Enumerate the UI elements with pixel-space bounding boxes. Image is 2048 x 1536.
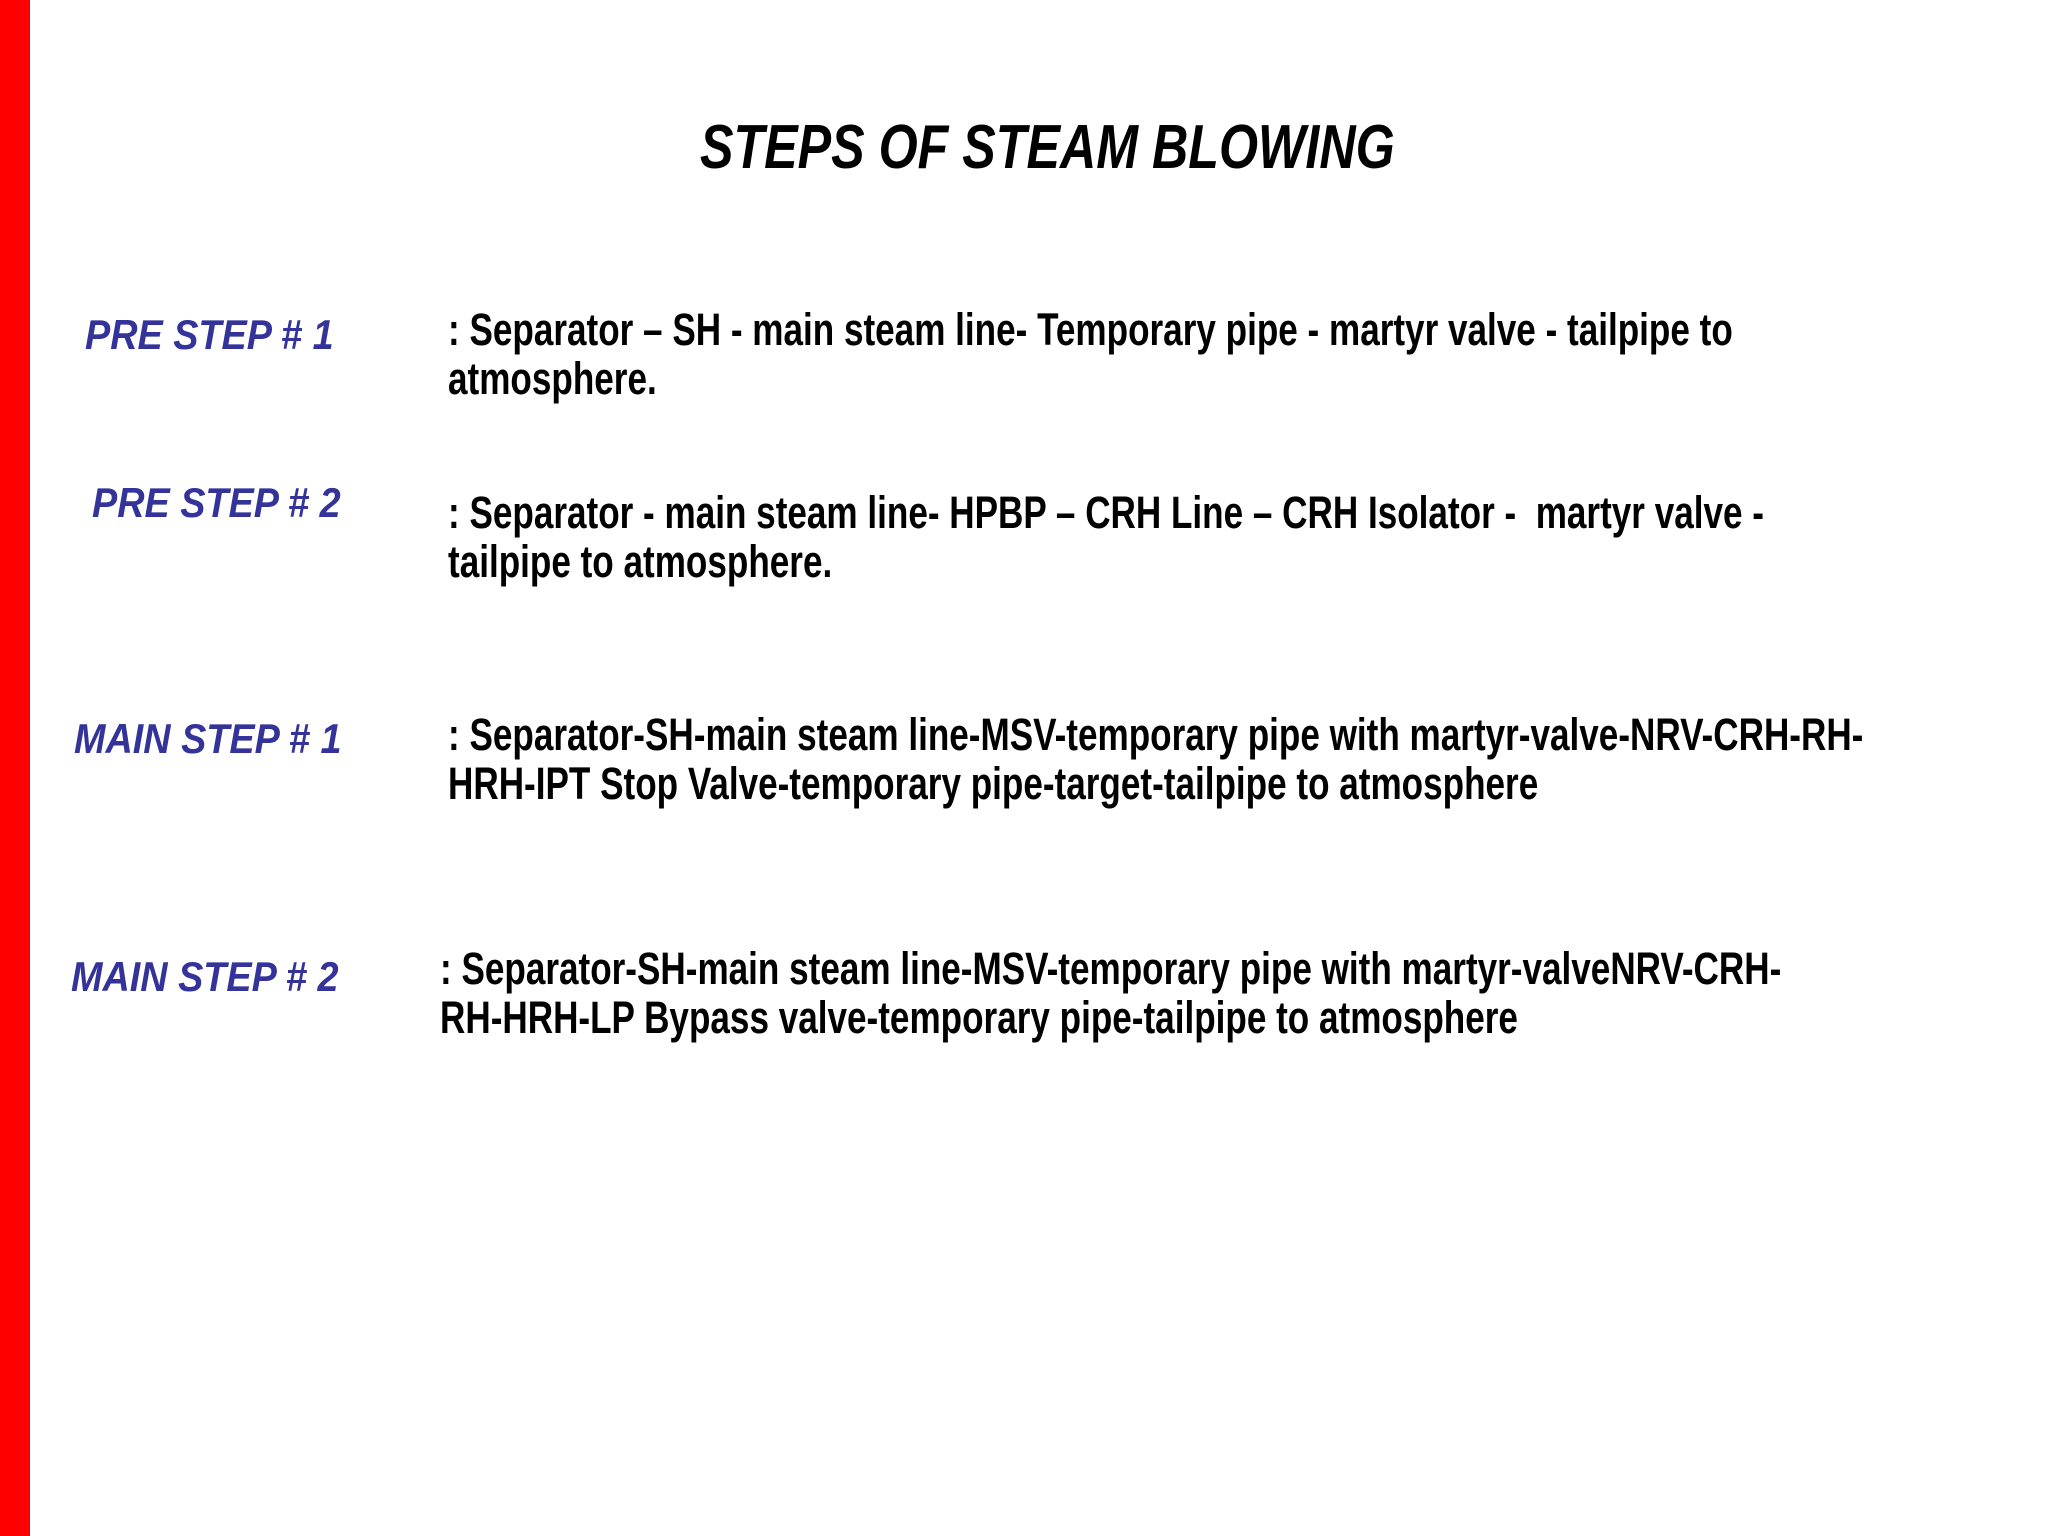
left-edge-red-bar	[0, 0, 30, 1536]
step-body-main-step-1: : Separator-SH-main steam line-MSV-tempo…	[448, 709, 1864, 809]
step-body-pre-step-2: : Separator - main steam line- HPBP – CR…	[448, 487, 1764, 587]
step-label-pre-step-2: PRE STEP # 2	[92, 479, 341, 526]
slide-title: STEPS OF STEAM BLOWING	[700, 113, 1395, 182]
step-body-pre-step-1: : Separator – SH - main steam line- Temp…	[448, 304, 1733, 404]
step-label-main-step-2: MAIN STEP # 2	[71, 953, 339, 1000]
step-body-main-step-2: : Separator-SH-main steam line-MSV-tempo…	[440, 943, 1782, 1043]
step-label-pre-step-1: PRE STEP # 1	[85, 311, 334, 358]
step-label-main-step-1: MAIN STEP # 1	[74, 715, 342, 762]
